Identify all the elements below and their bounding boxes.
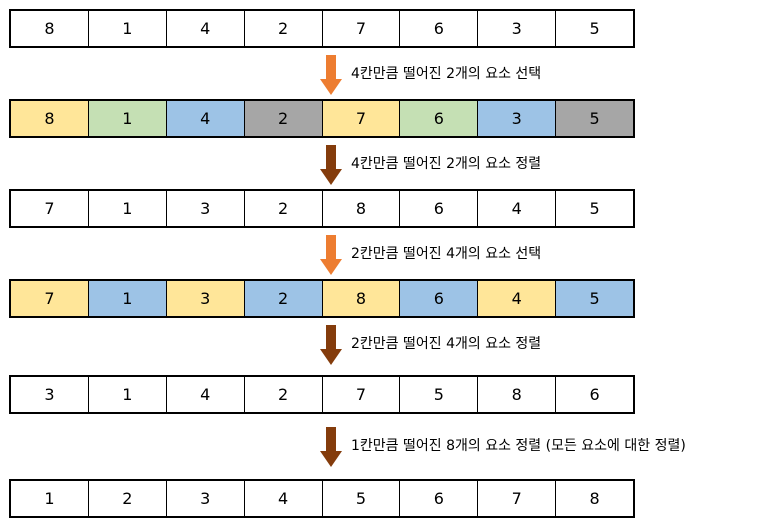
- arrow-down-icon: [320, 325, 342, 365]
- array-cell: 5: [321, 481, 400, 516]
- array-row-after-gap4: 7 1 3 2 8 6 4 5: [9, 189, 635, 228]
- step-label-gap2-select: 2칸만큼 떨어진 4개의 요소 선택: [351, 246, 542, 262]
- array-row-initial: 8 1 4 2 7 6 3 5: [9, 9, 635, 48]
- step-label-gap4-sort: 4칸만큼 떨어진 2개의 요소 정렬: [351, 156, 542, 172]
- array-cell: 6: [399, 481, 478, 516]
- array-cell: 8: [555, 481, 633, 516]
- array-cell: 3: [11, 377, 88, 412]
- array-cell: 8: [321, 191, 400, 226]
- array-cell: 6: [399, 101, 478, 136]
- step-label-gap2-sort: 2칸만큼 떨어진 4개의 요소 정렬: [351, 336, 542, 352]
- array-cell: 6: [555, 377, 633, 412]
- array-cell: 1: [87, 191, 166, 226]
- array-cell: 4: [477, 281, 556, 316]
- arrow-down-icon: [320, 55, 342, 95]
- step-label-gap4-select: 4칸만큼 떨어진 2개의 요소 선택: [351, 66, 542, 82]
- array-cell: 5: [555, 11, 633, 46]
- array-cell: 2: [243, 377, 322, 412]
- array-cell: 5: [555, 191, 633, 226]
- array-cell: 8: [11, 101, 88, 136]
- array-cell: 3: [477, 101, 556, 136]
- array-cell: 7: [321, 11, 400, 46]
- array-cell: 6: [399, 191, 478, 226]
- array-cell: 4: [165, 101, 244, 136]
- array-row-after-gap2: 3 1 4 2 7 5 8 6: [9, 375, 635, 414]
- array-cell: 1: [11, 481, 88, 516]
- array-cell: 3: [165, 481, 244, 516]
- array-row-sorted: 1 2 3 4 5 6 7 8: [9, 479, 635, 518]
- array-cell: 5: [399, 377, 478, 412]
- array-cell: 4: [477, 191, 556, 226]
- array-cell: 6: [399, 11, 478, 46]
- array-cell: 8: [477, 377, 556, 412]
- array-cell: 5: [555, 101, 633, 136]
- arrow-down-icon: [320, 145, 342, 185]
- array-cell: 1: [87, 281, 166, 316]
- array-cell: 2: [243, 281, 322, 316]
- array-cell: 7: [11, 281, 88, 316]
- array-cell: 2: [243, 101, 322, 136]
- array-cell: 5: [555, 281, 633, 316]
- array-cell: 7: [477, 481, 556, 516]
- array-cell: 8: [321, 281, 400, 316]
- array-cell: 2: [243, 191, 322, 226]
- array-cell: 3: [165, 191, 244, 226]
- arrow-down-icon: [320, 235, 342, 275]
- array-cell: 3: [165, 281, 244, 316]
- array-cell: 4: [243, 481, 322, 516]
- array-cell: 4: [165, 11, 244, 46]
- array-cell: 1: [87, 101, 166, 136]
- array-cell: 3: [477, 11, 556, 46]
- array-cell: 4: [165, 377, 244, 412]
- array-cell: 6: [399, 281, 478, 316]
- array-cell: 1: [87, 11, 166, 46]
- array-cell: 7: [11, 191, 88, 226]
- array-row-gap2-groups: 7 1 3 2 8 6 4 5: [9, 279, 635, 318]
- arrow-down-icon: [320, 427, 342, 467]
- array-cell: 1: [87, 377, 166, 412]
- array-cell: 2: [87, 481, 166, 516]
- array-cell: 7: [321, 101, 400, 136]
- step-label-gap1-sort: 1칸만큼 떨어진 8개의 요소 정렬 (모든 요소에 대한 정렬): [351, 438, 686, 454]
- array-cell: 7: [321, 377, 400, 412]
- array-cell: 8: [11, 11, 88, 46]
- array-row-gap4-groups: 8 1 4 2 7 6 3 5: [9, 99, 635, 138]
- array-cell: 2: [243, 11, 322, 46]
